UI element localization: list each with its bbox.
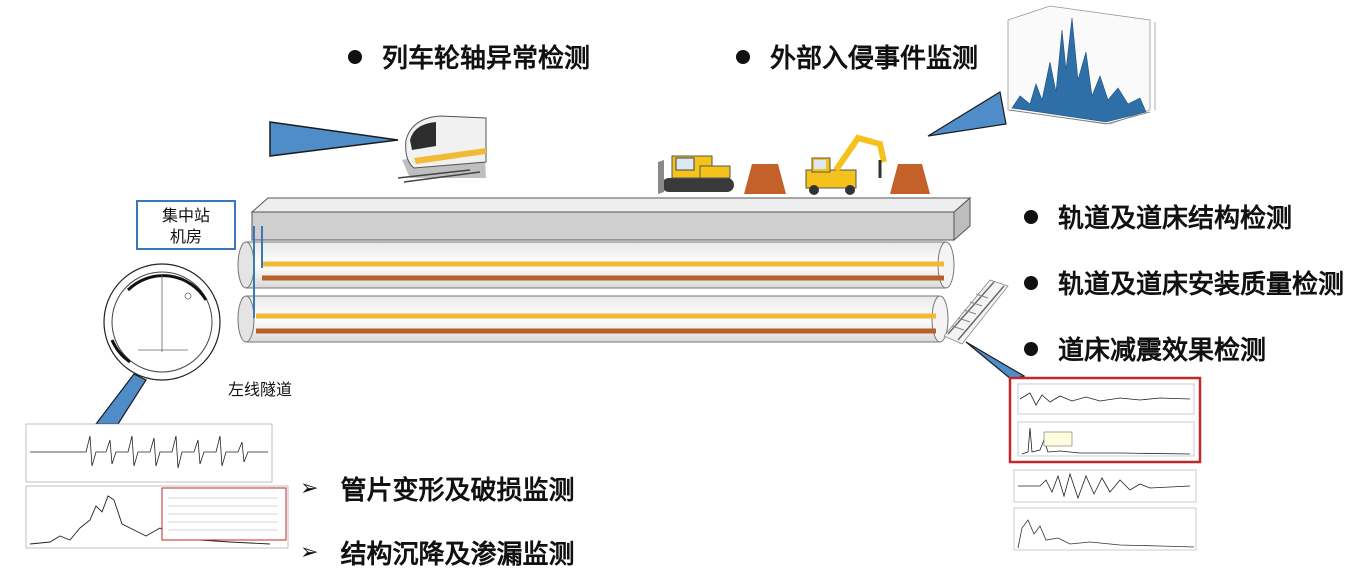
spectrum-3d-plot [1007,5,1156,125]
train-callout [269,121,399,157]
bulldozer-icon [658,155,734,194]
item-external-intrusion: 外部入侵事件监测 [736,38,978,75]
item-segment-deformation: ➢ 管片变形及破损监测 [300,470,574,507]
section-callout [94,373,147,425]
left-chart-panel [25,423,289,549]
tunnel-section-icon [103,263,221,381]
bullet-dot-icon [348,49,362,64]
tunnel-lower [237,295,949,343]
spectrum-callout [927,91,1007,137]
track-rail-icon [943,279,1009,345]
right-waveform-panel [1008,376,1202,551]
item-label: 管片变形及破损监测 [340,476,575,506]
item-label: 列车轮轴异常检测 [382,44,591,74]
arrow-bullet-icon: ➢ [300,476,319,501]
item-label: 道床减震效果检测 [1058,336,1267,366]
item-settlement-leakage: ➢ 结构沉降及渗漏监测 [300,534,574,571]
item-damping-effect: 道床减震效果检测 [1024,330,1266,367]
ground-slab [250,196,972,242]
item-label: 结构沉降及渗漏监测 [340,540,575,570]
item-label: 轨道及道床结构检测 [1058,204,1293,234]
item-label: 轨道及道床安装质量检测 [1058,270,1345,300]
train-icon [397,115,487,183]
bullet-dot-icon [1024,341,1038,356]
item-track-install-quality: 轨道及道床安装质量检测 [1024,264,1344,301]
central-station-box: 集中站 机房 [136,200,236,250]
arrow-bullet-icon: ➢ [300,540,319,565]
station-line1: 集中站 [161,206,210,225]
item-train-axle: 列车轮轴异常检测 [348,38,590,75]
soil-mound-icon [890,164,930,194]
station-line2: 机房 [169,227,202,246]
excavator-icon [805,134,887,195]
bullet-dot-icon [1024,275,1038,290]
bullet-dot-icon [736,49,750,64]
soil-mound-icon [744,164,786,194]
waveform-callout [965,341,1026,381]
tunnel-label: 左线隧道 [228,380,293,399]
item-track-structure: 轨道及道床结构检测 [1024,198,1292,235]
item-label: 外部入侵事件监测 [770,44,979,74]
station-fiber-connection [253,226,263,318]
tunnel-upper [237,241,955,289]
bullet-dot-icon [1024,209,1038,224]
